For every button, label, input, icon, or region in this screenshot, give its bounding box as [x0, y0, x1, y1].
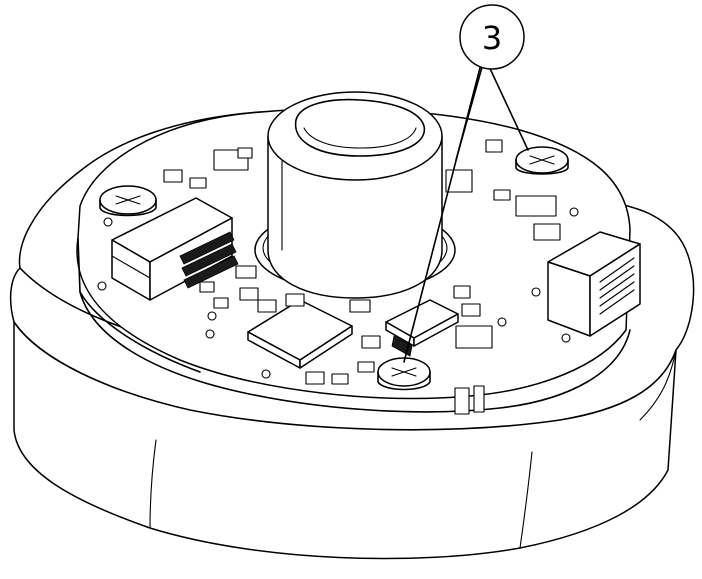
screw-front — [377, 357, 431, 391]
callout-balloon — [459, 4, 525, 70]
side-connector — [547, 231, 641, 337]
callout-label: 3 — [482, 19, 502, 57]
leader-line-front — [403, 59, 483, 363]
lower-left-chip — [247, 299, 353, 369]
screw-left — [99, 185, 157, 217]
screw-right — [515, 146, 569, 175]
smd-components — [97, 139, 579, 385]
leader-line-right-screw — [485, 59, 529, 151]
sensor-cylinder — [254, 91, 456, 299]
callout-3: 3 — [403, 4, 529, 363]
left-ic-chip — [111, 197, 239, 301]
